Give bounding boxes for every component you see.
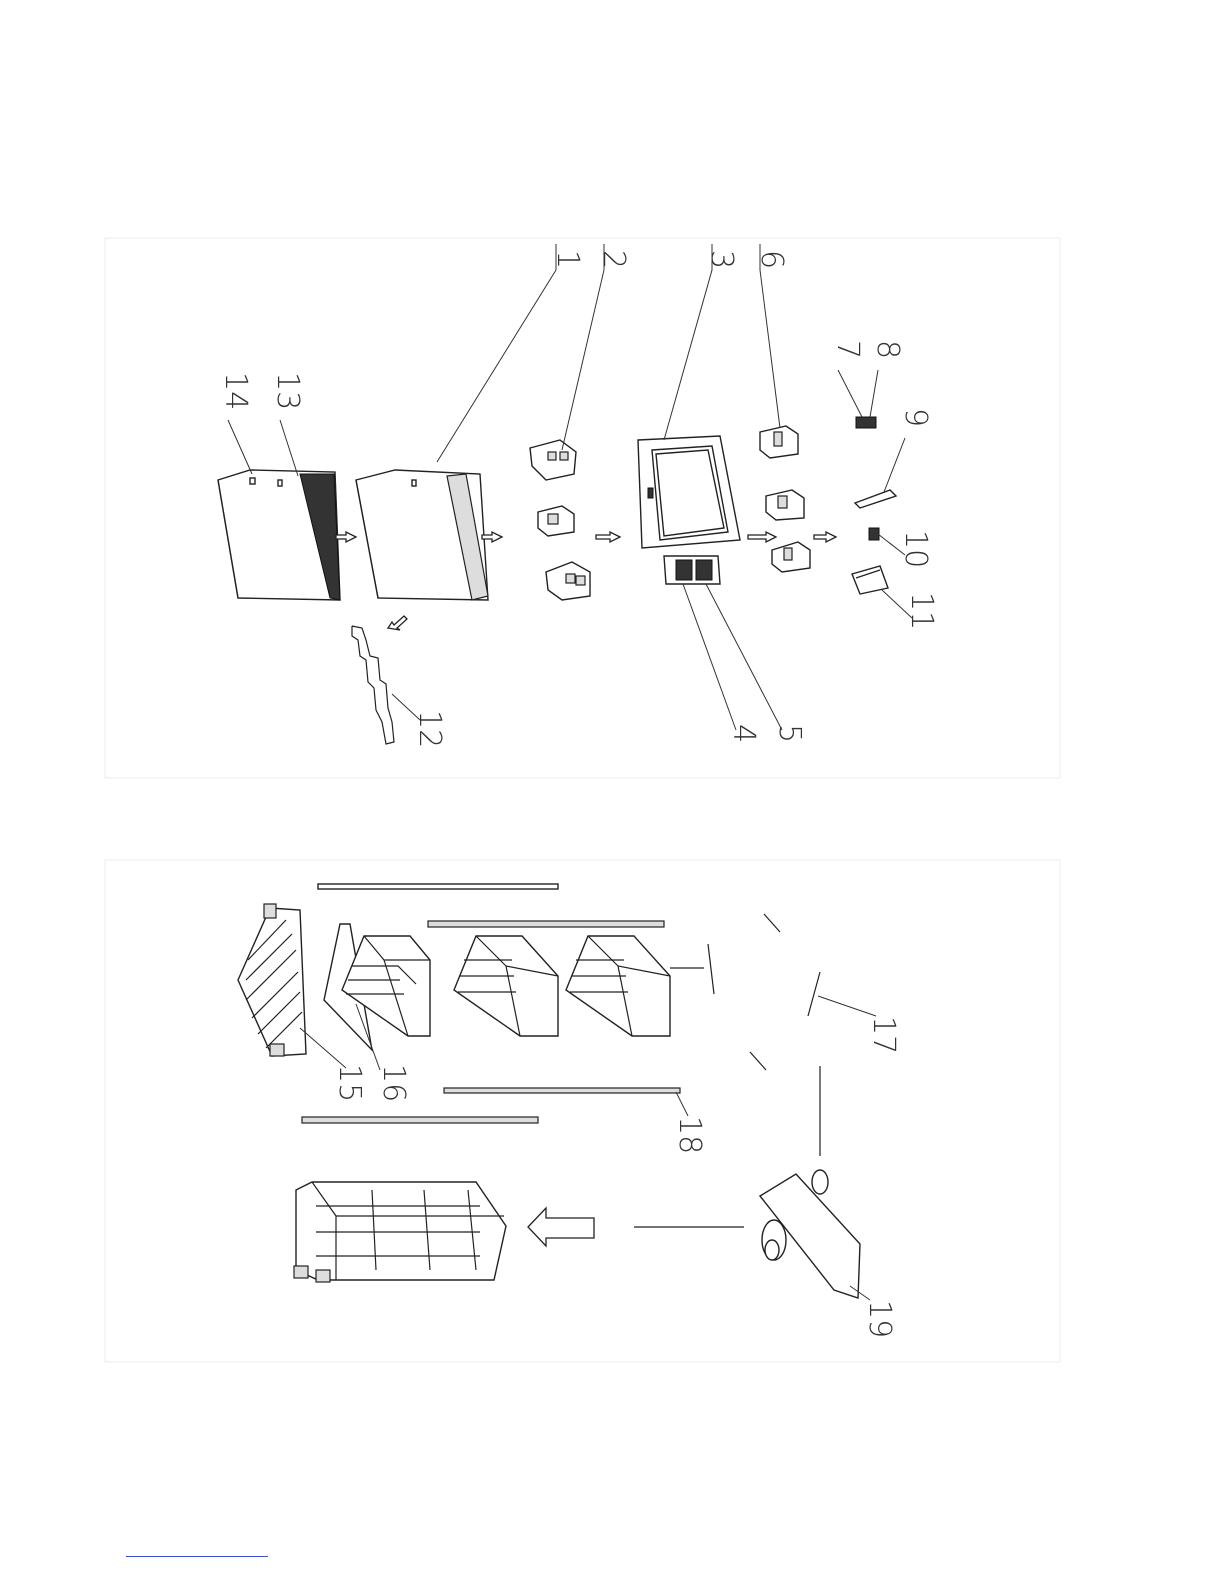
label-17: 17: [866, 1016, 901, 1054]
footer-link-underline[interactable]: [126, 1556, 268, 1557]
bottom-panel-frame: [105, 860, 1060, 1362]
label-14: 14: [218, 372, 253, 410]
label-8: 8: [870, 340, 905, 359]
assembled-pallet-load: [294, 1182, 506, 1282]
part-18-strip: [444, 1088, 680, 1093]
label-9: 9: [898, 408, 933, 427]
part-10-small-part: [869, 528, 879, 540]
part-strip-top: [318, 884, 558, 889]
part-19-stretch-wrap: [760, 1170, 860, 1298]
part-2-corner-foam: [530, 440, 576, 480]
label-13: 13: [270, 372, 305, 410]
label-1: 1: [550, 250, 585, 269]
label-6: 6: [754, 250, 789, 269]
carton-stack-middle: [454, 936, 558, 1036]
part-6-foam-block: [760, 426, 798, 458]
part-9-handle: [855, 490, 896, 508]
part-foam-block-right-mid: [766, 490, 804, 520]
part-strip-upper: [428, 921, 664, 927]
label-16: 16: [376, 1064, 411, 1102]
arrow-icon: [388, 616, 407, 630]
part-1-carton: [356, 470, 488, 600]
label-5: 5: [772, 724, 807, 743]
arrow-icon: [528, 1208, 594, 1246]
carton-stack-right: [566, 936, 670, 1036]
arrow-icon: [482, 532, 502, 542]
part-17-straps: [708, 914, 820, 1070]
part-4-5-control-panel: [664, 556, 720, 584]
label-3: 3: [704, 250, 739, 269]
label-4: 4: [726, 724, 761, 743]
part-7-8-small-parts: [856, 417, 876, 428]
arrow-icon: [748, 532, 776, 542]
label-11: 11: [904, 592, 939, 630]
label-18: 18: [672, 1116, 707, 1154]
arrow-icon: [596, 532, 620, 542]
label-2: 2: [596, 250, 631, 269]
label-10: 10: [898, 530, 933, 568]
part-foam-block-center: [538, 506, 574, 536]
part-corner-foam-lower: [546, 562, 590, 600]
label-15: 15: [332, 1064, 367, 1102]
part-15-pallet: [238, 904, 306, 1056]
arrow-icon: [814, 532, 836, 542]
part-12-strip: [352, 626, 394, 744]
part-foam-block-right-low: [772, 542, 810, 572]
arrow-icon: [336, 532, 356, 542]
part-strip-bottom: [302, 1117, 538, 1123]
label-7: 7: [830, 340, 865, 359]
label-19: 19: [862, 1300, 897, 1338]
part-3-door-frame: [638, 436, 740, 548]
part-11-bag: [852, 566, 888, 594]
label-12: 12: [412, 710, 447, 748]
part-14-outer-carton: [218, 470, 340, 600]
